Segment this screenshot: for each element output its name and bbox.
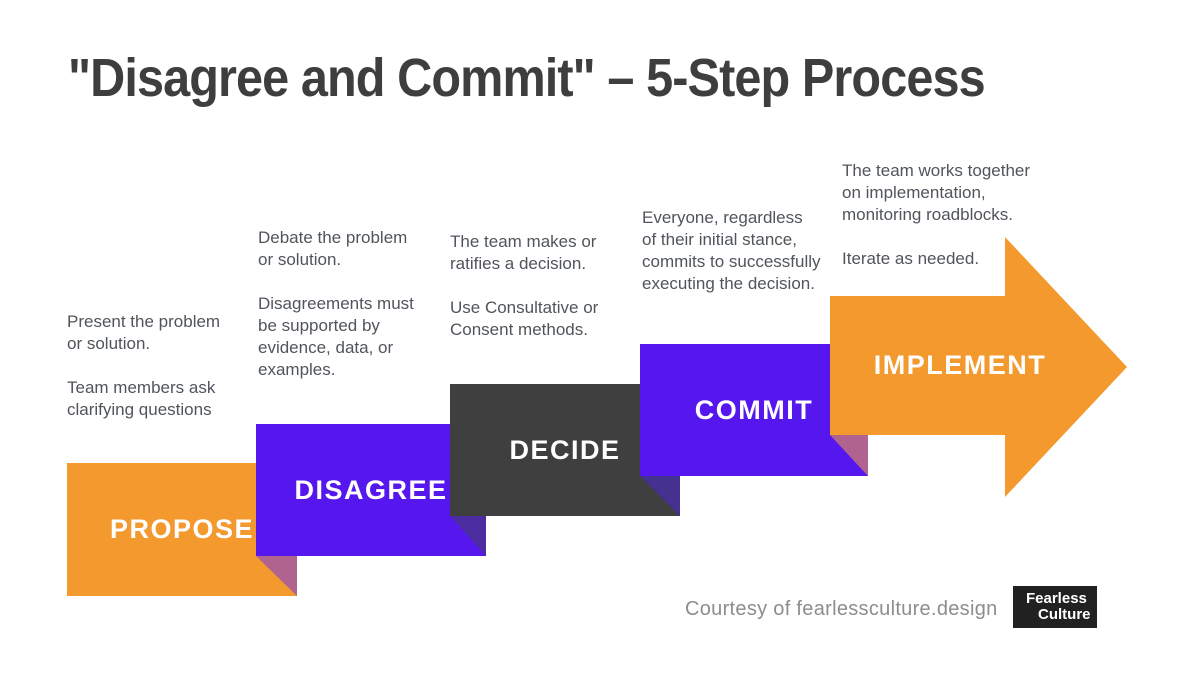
fold-corner-implement-icon <box>830 435 868 476</box>
step-description-disagree: Debate the problem or solution. Disagree… <box>258 228 414 379</box>
step-label-disagree: DISAGREE <box>294 474 448 505</box>
footer-credit: Courtesy of fearlessculture.design <box>685 598 998 620</box>
fold-corner-decide-icon <box>450 516 486 556</box>
fold-corner-commit-icon <box>640 476 680 516</box>
logo-line-2: Culture <box>1038 606 1091 623</box>
step-description-commit: Everyone, regardless of their initial st… <box>642 208 821 293</box>
step-label-propose: PROPOSE <box>109 514 255 544</box>
step-description-implement: The team works together on implementatio… <box>842 161 1031 268</box>
fold-corner-disagree-icon <box>256 556 297 596</box>
logo-line-1: Fearless <box>1026 590 1087 607</box>
step-block-disagree: DISAGREE <box>256 424 486 556</box>
step-label-implement: IMPLEMENT <box>873 350 1047 380</box>
implement-arrow-shaft <box>830 296 1005 435</box>
step-label-decide: DECIDE <box>509 434 621 465</box>
step-description-propose: Present the problem or solution. Team me… <box>67 312 221 419</box>
step-description-decide: The team makes or ratifies a decision. U… <box>450 232 599 339</box>
fearless-culture-logo: Fearless Culture <box>1013 586 1097 628</box>
page-title: "Disagree and Commit" – 5-Step Process <box>68 48 986 108</box>
implement-arrow-head-icon <box>1005 237 1127 497</box>
step-block-implement: IMPLEMENT <box>845 296 1075 435</box>
step-label-commit: COMMIT <box>694 394 814 425</box>
